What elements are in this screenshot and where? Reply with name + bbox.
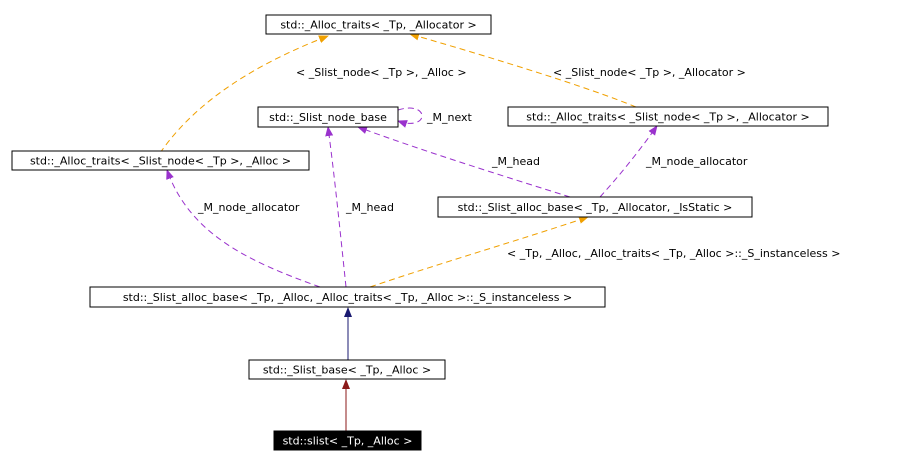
edge-template-instanceless: [369, 216, 589, 288]
edge-template-node-allocator: [409, 32, 637, 108]
edge-label-m-head-special: _M_head: [345, 201, 394, 214]
edge-label-m-node-allocator-special: _M_node_allocator: [197, 201, 300, 214]
edge-label-m-head-generic: _M_head: [491, 155, 540, 168]
node-alloc-traits-node-alloc-label: std::_Alloc_traits< _Slist_node< _Tp >, …: [30, 155, 291, 168]
node-alloc-traits[interactable]: std::_Alloc_traits< _Tp, _Allocator >: [265, 14, 492, 35]
node-slist-current: std::slist< _Tp, _Alloc >: [273, 430, 422, 451]
edge-template-node-alloc: [159, 35, 329, 154]
node-slist-base[interactable]: std::_Slist_base< _Tp, _Alloc >: [248, 359, 446, 380]
edge-m-node-allocator-special: [166, 169, 321, 288]
edge-m-next: [397, 107, 423, 128]
node-slist-alloc-base-special[interactable]: std::_Slist_alloc_base< _Tp, _Alloc, _Al…: [89, 286, 606, 308]
edge-label-tmpl-alloc: < _Slist_node< _Tp >, _Alloc >: [296, 66, 467, 79]
node-alloc-traits-node-allocator[interactable]: std::_Alloc_traits< _Slist_node< _Tp >, …: [507, 106, 829, 127]
node-slist-node-base-label: std::_Slist_node_base: [269, 111, 387, 124]
edge-label-m-node-allocator-generic: _M_node_allocator: [645, 155, 748, 168]
node-alloc-traits-label: std::_Alloc_traits< _Tp, _Allocator >: [280, 19, 476, 32]
node-alloc-traits-node-alloc[interactable]: std::_Alloc_traits< _Slist_node< _Tp >, …: [11, 150, 310, 171]
edge-label-tmpl-allocator: < _Slist_node< _Tp >, _Allocator >: [553, 66, 746, 79]
edge-m-node-allocator-generic: [599, 125, 658, 198]
node-slist-base-label: std::_Slist_base< _Tp, _Alloc >: [263, 364, 431, 377]
edge-label-m-next: _M_next: [426, 111, 473, 124]
node-slist-label: std::slist< _Tp, _Alloc >: [283, 435, 413, 448]
node-slist-alloc-base-generic-label: std::_Slist_alloc_base< _Tp, _Allocator,…: [458, 201, 733, 214]
node-slist-alloc-base-generic[interactable]: std::_Slist_alloc_base< _Tp, _Allocator,…: [437, 196, 753, 218]
node-slist-node-base[interactable]: std::_Slist_node_base: [257, 106, 399, 128]
edge-m-head-special: [325, 126, 347, 288]
edge-label-tmpl-instanceless: < _Tp, _Alloc, _Alloc_traits< _Tp, _Allo…: [507, 247, 840, 260]
edge-m-head-generic: [357, 126, 571, 198]
node-alloc-traits-node-allocator-label: std::_Alloc_traits< _Slist_node< _Tp >, …: [526, 111, 809, 124]
node-slist-alloc-base-special-label: std::_Slist_alloc_base< _Tp, _Alloc, _Al…: [123, 291, 572, 304]
